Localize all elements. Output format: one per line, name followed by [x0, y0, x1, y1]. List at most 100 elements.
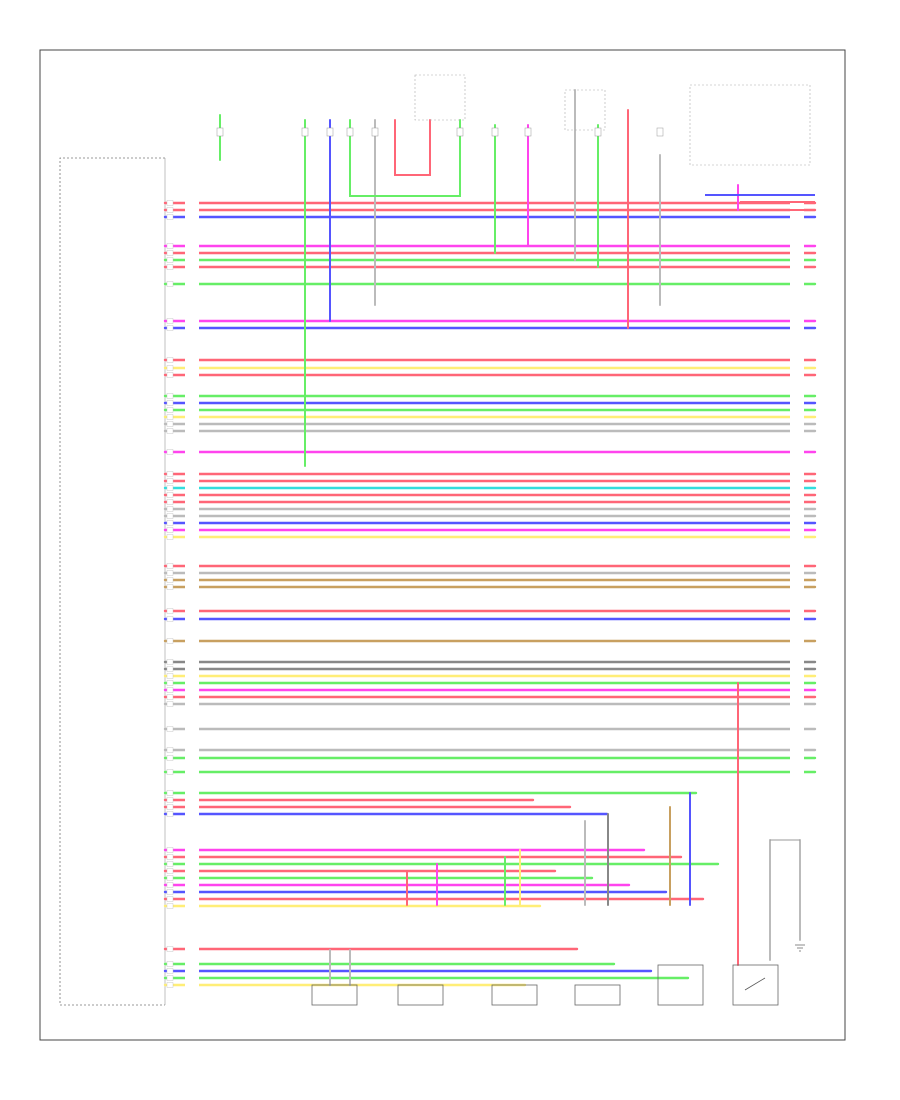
pin-mark: [166, 961, 174, 967]
wire-tag-right: [790, 584, 804, 590]
wire-tag: [185, 797, 199, 803]
wire-tag: [185, 584, 199, 590]
pin-mark: [166, 847, 174, 853]
wire-tag: [185, 726, 199, 732]
pin-mark: [166, 854, 174, 860]
pin-mark: [166, 666, 174, 672]
pin-mark: [166, 318, 174, 324]
pin-mark: [166, 506, 174, 512]
pin-mark: [166, 357, 174, 363]
wire-tag: [185, 485, 199, 491]
wire-tag-right: [790, 513, 804, 519]
pin-mark: [166, 492, 174, 498]
pin-mark: [166, 513, 174, 519]
wire-tag: [185, 896, 199, 902]
pin-mark: [166, 449, 174, 455]
wire-tag: [185, 372, 199, 378]
bottom-component-box: [574, 984, 621, 1006]
pin-mark: [166, 616, 174, 622]
wire-tag-right: [790, 264, 804, 270]
pin-mark: [166, 428, 174, 434]
pin-mark: [166, 868, 174, 874]
wire-tag: [185, 889, 199, 895]
wire-tag: [185, 365, 199, 371]
wire-tag: [185, 790, 199, 796]
wire-tag-right: [790, 701, 804, 707]
bottom-component-box: [491, 984, 538, 1006]
bottom-component-box: [397, 984, 444, 1006]
wire-tag: [185, 250, 199, 256]
wire-tag-right: [790, 616, 804, 622]
wire-tag: [185, 616, 199, 622]
pin-mark: [166, 407, 174, 413]
wire-tag-right: [790, 638, 804, 644]
pin-mark: [166, 975, 174, 981]
wire-tag-right: [790, 478, 804, 484]
pin-mark: [166, 563, 174, 569]
wire-tag: [185, 499, 199, 505]
wire-tag-right: [790, 499, 804, 505]
wire-tag: [185, 527, 199, 533]
wire-tag: [185, 673, 199, 679]
wire-tag-right: [790, 769, 804, 775]
wire-tag-right: [790, 755, 804, 761]
pin-mark: [166, 243, 174, 249]
wire-tag-right: [790, 666, 804, 672]
wire-tag: [185, 975, 199, 981]
wire-tag-right: [790, 527, 804, 533]
pin-mark: [166, 726, 174, 732]
wire-tag: [185, 393, 199, 399]
top-connector: [491, 127, 499, 137]
wire-tag: [185, 811, 199, 817]
wire-tag-right: [790, 318, 804, 324]
wire-tag: [185, 680, 199, 686]
wire-tag: [185, 471, 199, 477]
pin-mark: [166, 200, 174, 206]
pin-mark: [166, 638, 174, 644]
wire-tag: [185, 701, 199, 707]
pin-mark: [166, 325, 174, 331]
wire-tag: [185, 868, 199, 874]
wire-tag: [185, 638, 199, 644]
wire-tag-right: [790, 281, 804, 287]
wire-tag-right: [790, 428, 804, 434]
wire-tag-right: [790, 257, 804, 263]
top-connector: [524, 127, 532, 137]
vertical-wires: [219, 89, 801, 986]
pin-mark: [166, 471, 174, 477]
wire-tag: [185, 513, 199, 519]
pin-mark: [166, 257, 174, 263]
top-component-box: [414, 74, 466, 121]
pin-mark: [166, 659, 174, 665]
pin-mark: [166, 811, 174, 817]
pin-mark: [166, 250, 174, 256]
ground-symbol: [795, 944, 805, 952]
wire-tag-right: [790, 393, 804, 399]
pin-mark: [166, 755, 174, 761]
wire-tag: [185, 257, 199, 263]
wire-tag: [185, 608, 199, 614]
pin-mark: [166, 527, 174, 533]
wire-tag-right: [790, 659, 804, 665]
wire-tag-right: [790, 747, 804, 753]
wire-tag-right: [790, 421, 804, 427]
wire-tag: [185, 563, 199, 569]
diagram-frame: [39, 49, 846, 1041]
wire-tag: [185, 325, 199, 331]
bottom-component-box: [311, 984, 358, 1006]
wire-tag-right: [790, 563, 804, 569]
red-loop-wire: [394, 130, 431, 176]
wire-tag: [185, 214, 199, 220]
top-connector: [594, 127, 602, 137]
wire-tag-right: [790, 570, 804, 576]
wire-tag: [185, 882, 199, 888]
pin-mark: [166, 903, 174, 909]
pin-mark: [166, 701, 174, 707]
wire-tag: [185, 421, 199, 427]
wire-tag-right: [790, 726, 804, 732]
pin-mark: [166, 577, 174, 583]
top-connector: [216, 127, 224, 137]
wire-tag: [185, 428, 199, 434]
